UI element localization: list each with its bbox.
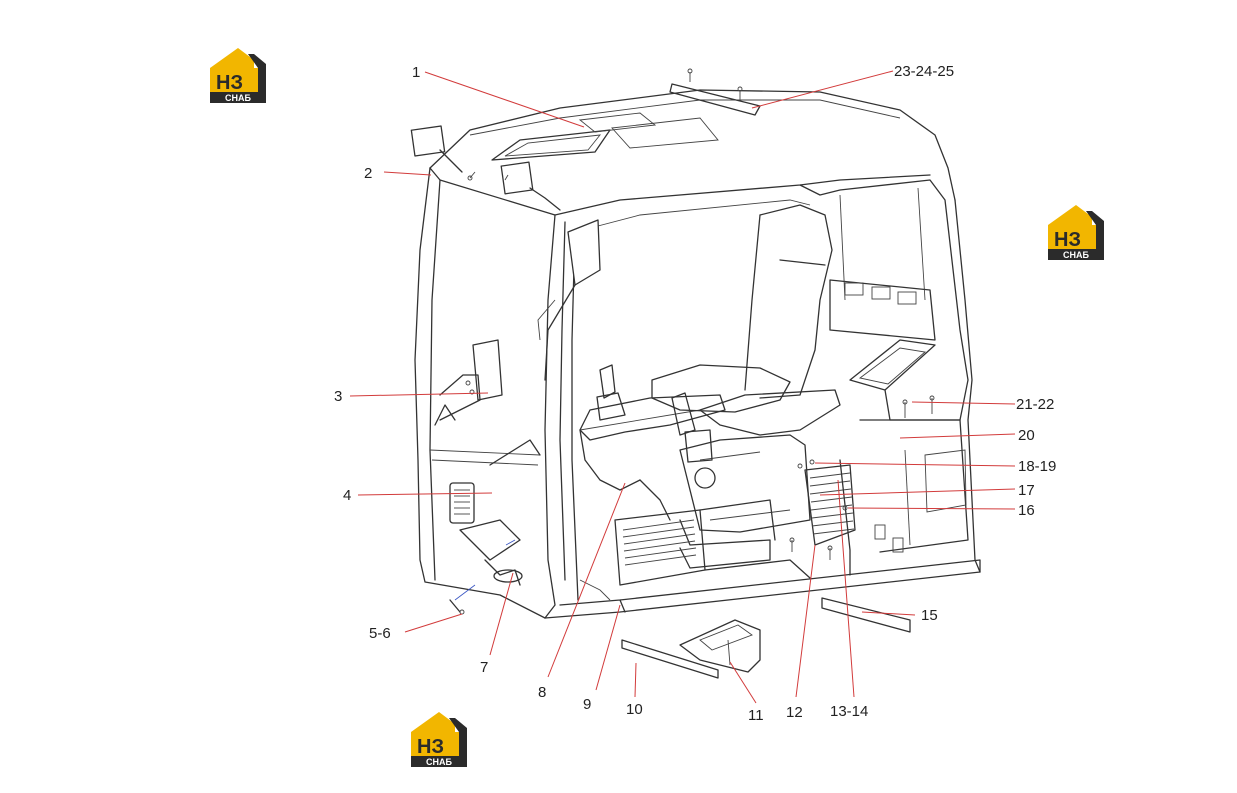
callout-2: 2 [364, 165, 372, 182]
callout-4: 4 [343, 487, 351, 504]
logo-sub-text: СНАБ [426, 757, 452, 767]
callout-18-19: 18-19 [1018, 458, 1056, 475]
logo-hz-snab-1: НЗ СНАБ [208, 46, 268, 104]
part-11-cover [679, 619, 761, 673]
work-lights [410, 125, 561, 211]
part-10-strip [621, 639, 719, 679]
fasteners [454, 395, 935, 615]
callout-3: 3 [334, 388, 342, 405]
interior-mirror-and-panel [434, 339, 541, 613]
left-console [579, 364, 811, 586]
side-mirror [537, 219, 601, 381]
callout-16: 16 [1018, 502, 1035, 519]
callout-17: 17 [1018, 482, 1035, 499]
callout-15: 15 [921, 607, 938, 624]
logo-hz-snab-2: НЗ СНАБ [1046, 203, 1106, 261]
callout-23-24-25: 23-24-25 [894, 63, 954, 80]
loose-parts [621, 597, 911, 679]
callout-lines [349, 70, 1016, 704]
logo-hz-snab-3: НЗ СНАБ [409, 710, 469, 768]
logo-brand-text: НЗ [216, 72, 243, 94]
logo-brand-text: НЗ [417, 736, 444, 758]
callout-8: 8 [538, 684, 546, 701]
callout-11: 11 [748, 707, 764, 724]
callout-13-14: 13-14 [830, 703, 868, 720]
callout-20: 20 [1018, 427, 1035, 444]
part-15-strip [821, 597, 911, 633]
cab-body [414, 89, 981, 619]
callout-7: 7 [480, 659, 488, 676]
callout-12: 12 [786, 704, 803, 721]
operator-seat [651, 204, 841, 569]
callout-10: 10 [626, 701, 643, 718]
callout-1: 1 [412, 64, 420, 81]
callout-21-22: 21-22 [1016, 396, 1054, 413]
callout-9: 9 [583, 696, 591, 713]
callout-5-6: 5-6 [369, 625, 391, 642]
logo-sub-text: СНАБ [1063, 250, 1089, 260]
logo-brand-text: НЗ [1054, 229, 1081, 251]
logo-sub-text: СНАБ [225, 93, 251, 103]
callout-labels: 1 2 3 4 5-6 7 8 9 10 11 12 13-14 15 16 1… [334, 63, 1056, 724]
roof-bracket [669, 68, 761, 116]
